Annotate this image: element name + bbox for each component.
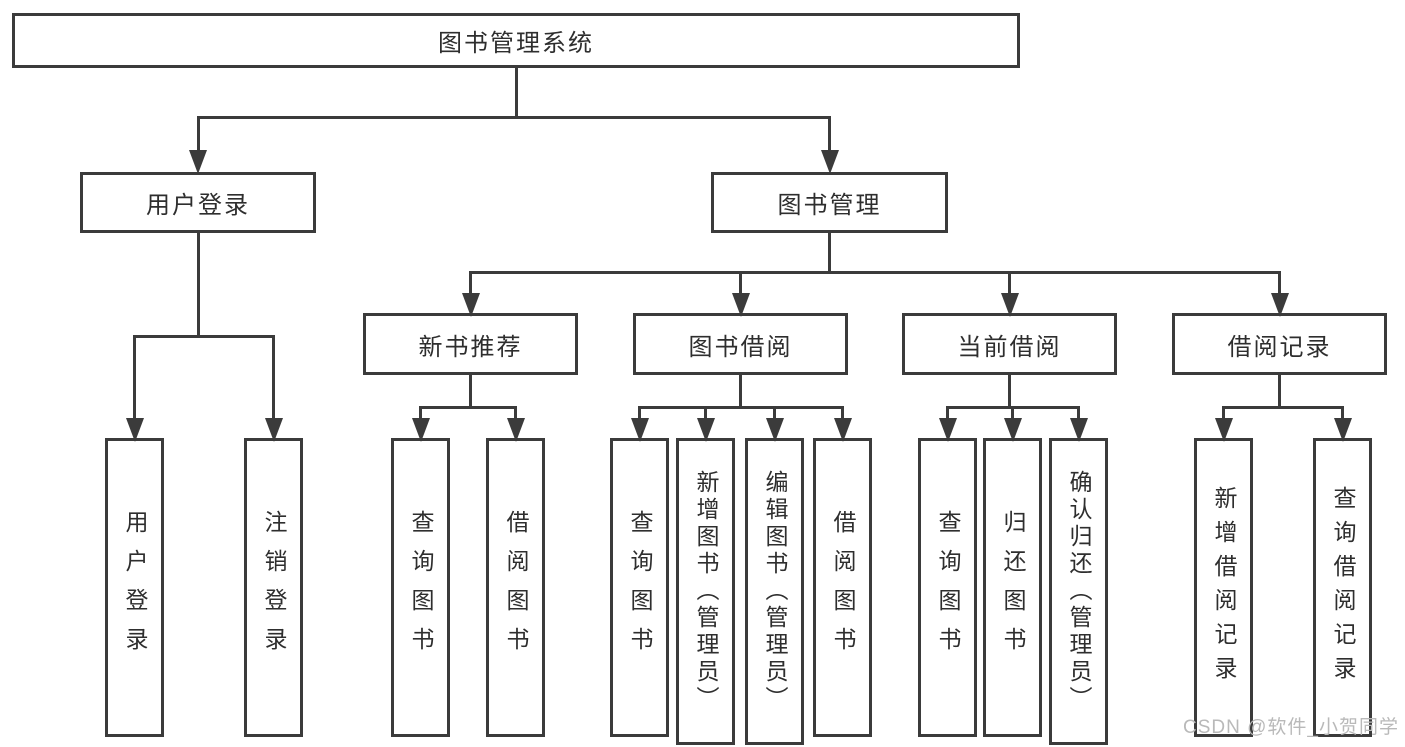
leaf-current-return-books: 归还图书: [983, 438, 1042, 737]
connector-line: [133, 336, 136, 422]
connector-line: [1222, 407, 1225, 422]
connector-line: [1011, 407, 1014, 422]
leaf-borrow-add-books-admin: 新增图书（管理员）: [676, 438, 735, 745]
connector-line: [419, 407, 422, 422]
leaf-current-confirm-return-admin: 确认归还（管理员）: [1049, 438, 1108, 745]
node-label: 借阅图书: [503, 509, 529, 666]
node-label: 查询图书: [408, 509, 434, 666]
connector-line: [133, 334, 275, 338]
connector-line: [704, 407, 707, 422]
connector-line: [739, 375, 742, 407]
node-label: 用户登录: [122, 509, 148, 666]
node-label: 图书借阅: [688, 333, 793, 361]
connector-line: [1341, 407, 1344, 422]
node-label: 确认归还（管理员）: [1066, 470, 1092, 713]
node-label: 借阅图书: [830, 509, 856, 666]
connector-line: [514, 407, 517, 422]
arrow-down-icon: [189, 150, 207, 174]
leaf-logout: 注销登录: [244, 438, 303, 737]
leaf-current-query-books: 查询图书: [918, 438, 977, 737]
leaf-newrec-borrow-books: 借阅图书: [486, 438, 545, 737]
node-label: 借阅记录: [1227, 333, 1332, 361]
csdn-watermark: CSDN @软件_小贺同学: [1183, 717, 1399, 738]
connector-line: [841, 407, 844, 422]
connector-line: [469, 375, 472, 407]
connector-line: [828, 233, 831, 272]
node-label: 查询借阅记录: [1330, 485, 1356, 690]
leaf-records-add-record: 新增借阅记录: [1194, 438, 1253, 737]
node-new-book-recommend: 新书推荐: [363, 313, 578, 375]
leaf-borrow-borrow-books: 借阅图书: [813, 438, 872, 737]
node-label: 当前借阅: [957, 333, 1062, 361]
node-borrow-records: 借阅记录: [1172, 313, 1387, 375]
node-book-management: 图书管理: [711, 172, 948, 233]
leaf-borrow-query-books: 查询图书: [610, 438, 669, 737]
node-label: 新增图书（管理员）: [693, 470, 719, 713]
connector-line: [196, 233, 200, 336]
node-label: 新书推荐: [418, 333, 523, 361]
node-label: 注销登录: [261, 509, 287, 666]
connector-line: [1278, 375, 1281, 407]
node-library-system: 图书管理系统: [12, 13, 1020, 68]
node-user-login: 用户登录: [80, 172, 316, 233]
connector-line: [1008, 375, 1011, 407]
connector-line: [1077, 407, 1080, 422]
connector-line: [469, 270, 1281, 274]
connector-line: [828, 117, 831, 154]
connector-line: [1222, 405, 1344, 409]
connector-line: [1278, 272, 1281, 297]
connector-line: [946, 407, 949, 422]
node-label: 图书管理: [777, 192, 882, 219]
arrow-down-icon: [820, 150, 839, 174]
node-label: 查询图书: [935, 509, 961, 666]
connector-line: [196, 115, 831, 119]
node-label: 用户登录: [146, 192, 250, 219]
connector-line: [272, 336, 275, 422]
node-label: 查询图书: [627, 509, 653, 666]
connector-line: [946, 405, 1080, 409]
node-current-borrow: 当前借阅: [902, 313, 1117, 375]
node-label: 编辑图书（管理员）: [762, 470, 788, 713]
connector-line: [773, 407, 776, 422]
node-label: 新增借阅记录: [1211, 485, 1237, 690]
connector-line: [1008, 272, 1011, 297]
leaf-records-query-record: 查询借阅记录: [1313, 438, 1372, 737]
connector-line: [638, 407, 641, 422]
connector-line: [514, 68, 518, 117]
leaf-newrec-query-books: 查询图书: [391, 438, 450, 737]
node-book-borrow: 图书借阅: [633, 313, 848, 375]
node-label: 图书管理系统: [438, 30, 594, 57]
leaf-user-login: 用户登录: [105, 438, 164, 737]
connector-line: [196, 117, 200, 154]
connector-line: [419, 405, 517, 409]
leaf-borrow-edit-books-admin: 编辑图书（管理员）: [745, 438, 804, 745]
connector-line: [469, 272, 472, 297]
connector-line: [739, 272, 742, 297]
node-label: 归还图书: [1000, 509, 1026, 666]
connector-line: [638, 405, 844, 409]
